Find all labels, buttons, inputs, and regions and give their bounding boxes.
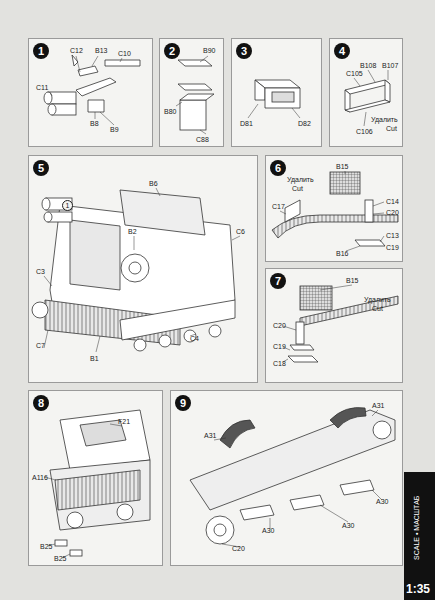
part-label: F21 (118, 418, 130, 426)
scale-value: 1:35 (406, 582, 430, 596)
part-label: C10 (118, 50, 131, 58)
part-label: A31 (204, 432, 216, 440)
part-label: C12 (70, 47, 83, 55)
part-label: D82 (298, 120, 311, 128)
part-label: C4 (190, 335, 199, 343)
part-label: Удалить (287, 176, 314, 184)
part-label: C88 (196, 136, 209, 144)
part-label: C20 (386, 209, 399, 217)
part-label: A30 (262, 527, 274, 535)
step-panel: 6 (265, 155, 403, 262)
part-label: C3 (36, 268, 45, 276)
part-label: B90 (203, 47, 215, 55)
step-number: 4 (334, 43, 350, 59)
part-label: B25 (40, 543, 52, 551)
part-label: C11 (36, 84, 48, 92)
part-label: C13 (386, 232, 399, 240)
part-label: A30 (376, 498, 388, 506)
part-label: B15 (346, 277, 358, 285)
part-label: C19 (386, 244, 399, 252)
step-panel: 3 (231, 38, 322, 147)
step-number: 9 (175, 395, 191, 411)
part-label: C6 (236, 228, 245, 236)
part-label: A30 (342, 522, 354, 530)
part-label: D81 (240, 120, 253, 128)
part-label: B8 (90, 120, 99, 128)
part-label: C105 (346, 70, 363, 78)
part-label: C20 (273, 322, 286, 330)
part-label: B1 (90, 355, 99, 363)
step-panel: 8 (28, 390, 163, 566)
callout-number: 1 (62, 200, 73, 211)
step-panel: 9 (170, 390, 403, 566)
part-label: A31 (372, 402, 384, 410)
part-label: B15 (336, 163, 348, 171)
part-label: B25 (54, 555, 66, 563)
part-label: C20 (232, 545, 245, 553)
part-label: C18 (273, 360, 286, 368)
step-number: 8 (33, 395, 49, 411)
part-label: B2 (128, 228, 137, 236)
step-number: 7 (270, 273, 286, 289)
part-label: B80 (164, 108, 176, 116)
step-panel: 2 (159, 38, 224, 147)
step-number: 5 (33, 160, 49, 176)
part-label: Cut (386, 125, 397, 133)
part-label: B13 (95, 47, 107, 55)
step-panel: 1 (28, 38, 153, 147)
step-number: 2 (164, 43, 180, 59)
step-number: 6 (270, 160, 286, 176)
step-number: 3 (236, 43, 252, 59)
part-label: C106 (356, 128, 373, 136)
scale-caption: SCALE • МАСШТАБ (413, 496, 421, 560)
part-label: C7 (36, 342, 45, 350)
part-label: B16 (336, 250, 348, 258)
part-label: Cut (372, 305, 383, 313)
part-label: C19 (273, 343, 286, 351)
part-label: C17 (272, 203, 285, 211)
step-panel: 5 (28, 155, 258, 383)
step-number: 1 (33, 43, 49, 59)
part-label: B108 (360, 62, 376, 70)
part-label: C14 (386, 198, 399, 206)
part-label: B6 (149, 180, 158, 188)
part-label: B107 (382, 62, 398, 70)
part-label: Cut (292, 185, 303, 193)
part-label: Удалить (371, 116, 398, 124)
part-label: Удалить (364, 296, 391, 304)
part-label: B9 (110, 126, 119, 134)
part-label: A116 (32, 474, 48, 482)
